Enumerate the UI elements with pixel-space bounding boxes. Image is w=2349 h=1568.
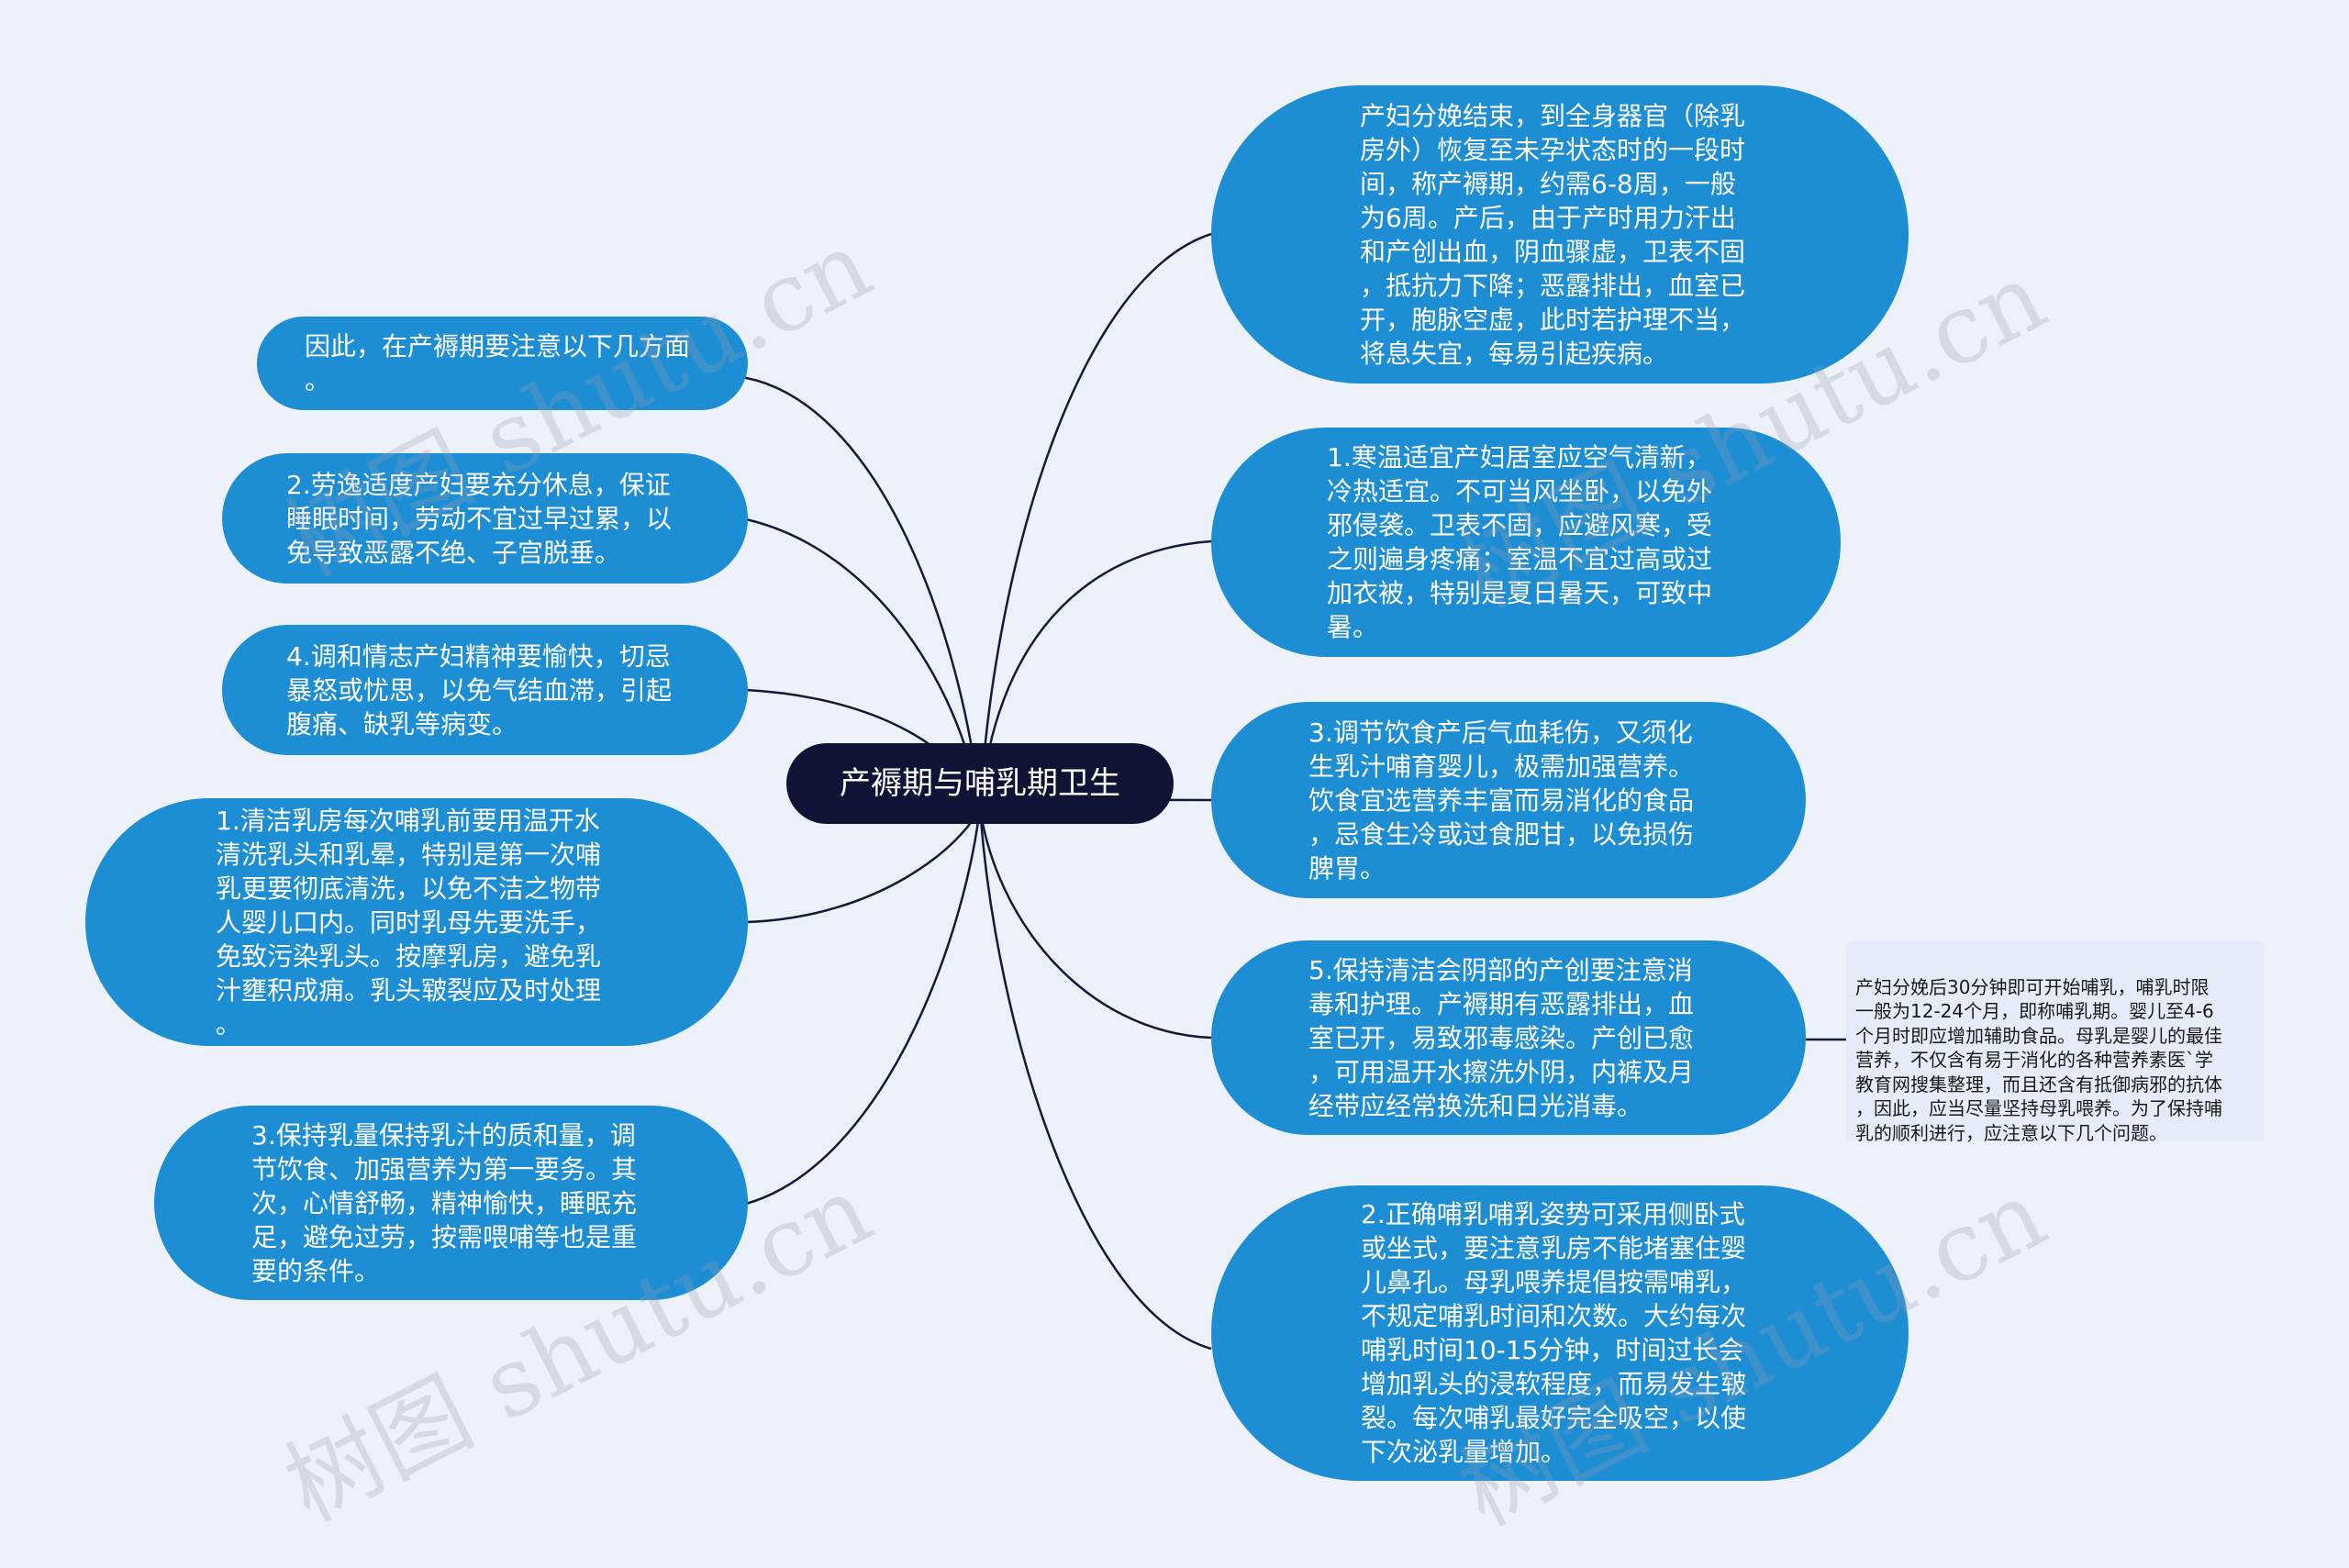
node-temperature-text: 1.寒温适宜产妇居室应空气清新， 冷热适宜。不可当风坐卧，以免外 邪侵袭。卫表不…	[1327, 442, 1713, 642]
side-note[interactable]: 产妇分娩后30分钟即可开始哺乳，哺乳时限 一般为12-24个月，即称哺乳期。婴儿…	[1846, 941, 2265, 1144]
node-posture-text: 2.正确哺乳哺乳姿势可采用侧卧式 或坐式，要注意乳房不能堵塞住婴 儿鼻孔。母乳喂…	[1361, 1199, 1747, 1467]
node-diet[interactable]: 3.调节饮食产后气血耗伤，又须化 生乳汁哺育婴儿，极需加强营养。 饮食宜选营养丰…	[1211, 702, 1806, 898]
side-note-text: 产妇分娩后30分钟即可开始哺乳，哺乳时限 一般为12-24个月，即称哺乳期。婴儿…	[1855, 975, 2222, 1144]
node-definition-text: 产妇分娩结束，到全身器官（除乳 房外）恢复至未孕状态时的一段时 间，称产褥期，约…	[1360, 100, 1746, 369]
connector-breast-clean	[745, 806, 982, 924]
node-hygiene-text: 5.保持清洁会阴部的产创要注意消 毒和护理。产褥期有恶露排出，血 室已开，易致邪…	[1308, 954, 1695, 1121]
node-rest[interactable]: 2.劳逸适度产妇要充分休息，保证 睡眠时间，劳动不宜过早过累，以 免导致恶露不绝…	[222, 453, 748, 584]
node-emotion[interactable]: 4.调和情志产妇精神要愉快，切忌 暴怒或忧思，以免气结血滞，引起 腹痛、缺乳等病…	[222, 625, 748, 755]
node-breast-clean[interactable]: 1.清洁乳房每次哺乳前要用温开水 清洗乳头和乳晕，特别是第一次哺 乳更要彻底清洗…	[85, 798, 748, 1046]
node-breast-clean-text: 1.清洁乳房每次哺乳前要用温开水 清洗乳头和乳晕，特别是第一次哺 乳更要彻底清洗…	[216, 805, 602, 1040]
node-attention-text: 因此，在产褥期要注意以下几方面 。	[305, 331, 691, 395]
connector-hygiene	[978, 806, 1212, 1040]
connector-posture	[978, 806, 1212, 1351]
node-milk-supply[interactable]: 3.保持乳量保持乳汁的质和量，调 节饮食、加强营养为第一要务。其 次，心情舒畅，…	[154, 1106, 748, 1300]
node-diet-text: 3.调节饮食产后气血耗伤，又须化 生乳汁哺育婴儿，极需加强营养。 饮食宜选营养丰…	[1308, 717, 1695, 884]
node-emotion-text: 4.调和情志产妇精神要愉快，切忌 暴怒或忧思，以免气结血滞，引起 腹痛、缺乳等病…	[286, 640, 673, 740]
center-topic[interactable]: 产褥期与哺乳期卫生	[786, 743, 1174, 824]
node-posture[interactable]: 2.正确哺乳哺乳姿势可采用侧卧式 或坐式，要注意乳房不能堵塞住婴 儿鼻孔。母乳喂…	[1211, 1185, 1909, 1481]
node-rest-text: 2.劳逸适度产妇要充分休息，保证 睡眠时间，劳动不宜过早过累，以 免导致恶露不绝…	[286, 469, 673, 568]
node-attention[interactable]: 因此，在产褥期要注意以下几方面 。	[257, 317, 748, 410]
connector-definition	[978, 232, 1212, 808]
connector-attention	[735, 374, 982, 808]
node-hygiene[interactable]: 5.保持清洁会阴部的产创要注意消 毒和护理。产褥期有恶露排出，血 室已开，易致邪…	[1211, 940, 1806, 1135]
node-temperature[interactable]: 1.寒温适宜产妇居室应空气清新， 冷热适宜。不可当风坐卧，以免外 邪侵袭。卫表不…	[1211, 428, 1841, 657]
connector-milk-supply	[745, 806, 982, 1206]
center-topic-label: 产褥期与哺乳期卫生	[840, 765, 1120, 802]
node-milk-supply-text: 3.保持乳量保持乳汁的质和量，调 节饮食、加强营养为第一要务。其 次，心情舒畅，…	[251, 1119, 638, 1286]
node-definition[interactable]: 产妇分娩结束，到全身器官（除乳 房外）恢复至未孕状态时的一段时 间，称产褥期，约…	[1211, 85, 1909, 384]
